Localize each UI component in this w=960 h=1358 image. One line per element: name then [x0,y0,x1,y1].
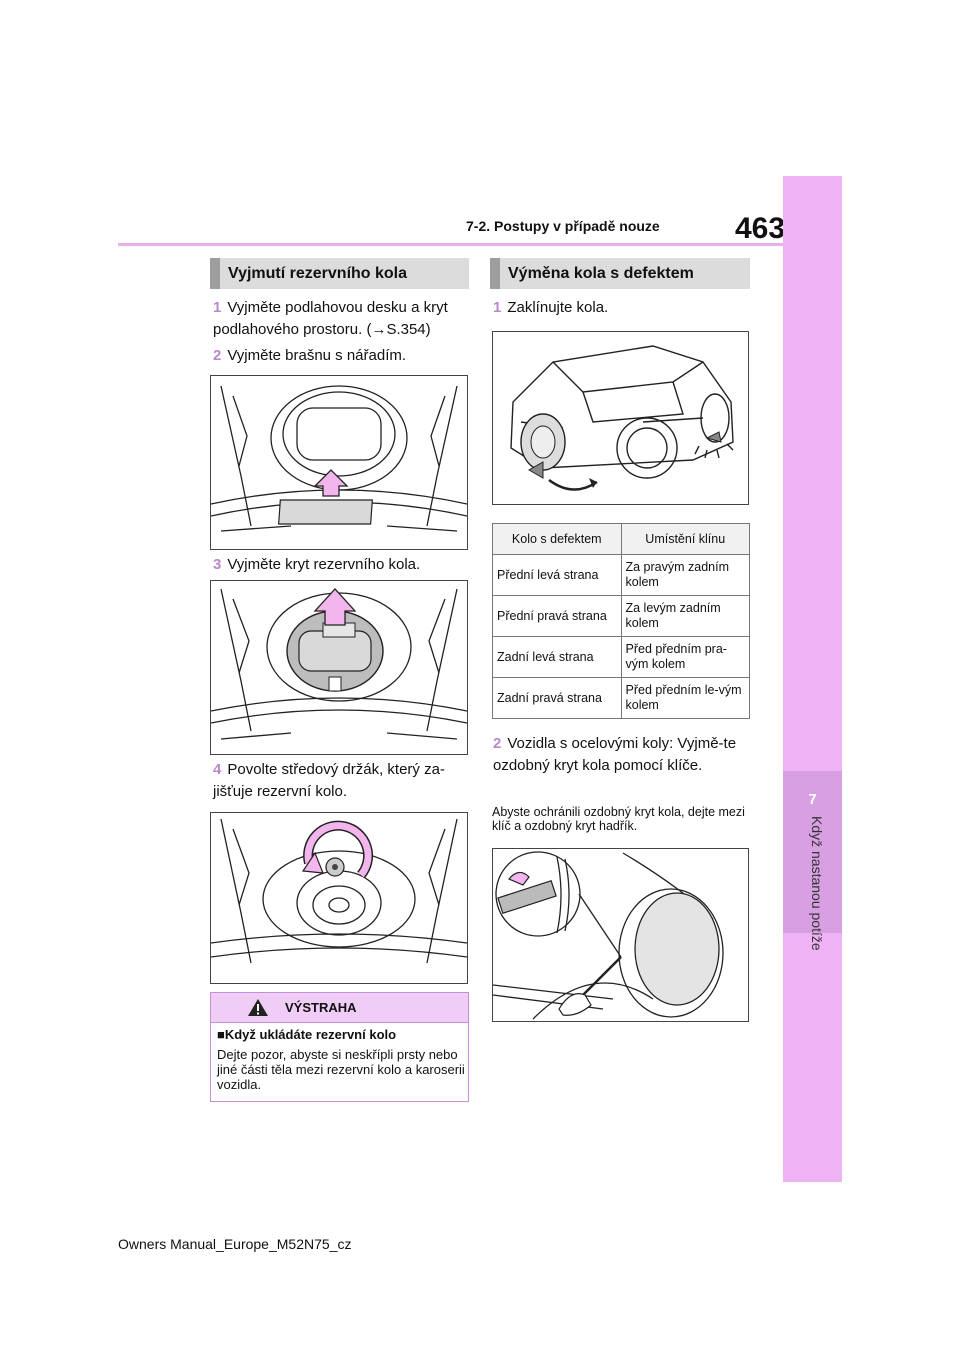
chapter-number: 7 [808,791,817,808]
table-cell: Za levým zadním kolem [620,595,750,637]
step-number: 2 [493,735,502,752]
figure-wheel-ornament [492,848,749,1022]
table-cell: Zadní levá strana [492,636,622,678]
step-text: Vyjměte brašnu s nářadím. [227,347,407,364]
chapter-title: Když nastanou potíže [809,816,825,951]
header-rule [118,243,840,246]
note-text: Abyste ochránili ozdobný kryt kola, dejt… [492,805,745,833]
step-text: Zaklínujte kola. [507,299,609,316]
table-row: Zadní pravá strana Před předním le-vým k… [492,677,750,719]
table-cell: Přední levá strana [492,554,622,596]
step-number: 3 [213,556,222,573]
table-cell: Zadní pravá strana [492,677,622,719]
table-header-row: Kolo s defektem Umístění klínu [492,523,750,555]
chapter-number-block: 7 [783,771,842,933]
warning-header: VÝSTRAHA [211,993,468,1023]
warning-box: VÝSTRAHA ■Když ukládáte rezervní kolo De… [210,992,469,1102]
step-text: Vyjměte podlahovou desku a kryt podlahov… [213,299,448,338]
table-cell: Přední pravá strana [492,595,622,637]
step-number: 4 [213,761,222,778]
warning-icon [248,999,268,1016]
warning-subtitle: ■Když ukládáte rezervní kolo [217,1027,397,1042]
table-header-cell: Umístění klínu [620,523,750,555]
step-3-left: 3 Vyjměte kryt rezervního kola. [213,554,471,576]
figure-spare-cover [210,580,468,755]
step-text: Povolte středový držák, který za-jišťuje… [213,761,445,800]
step-text: Vozidla s ocelovými koly: Vyjmě-te ozdob… [493,735,737,774]
step-number: 2 [213,347,222,364]
step-number: 1 [493,299,502,316]
step-1-right: 1 Zaklínujte kola. [493,297,751,319]
figure-tool-bag [210,375,468,550]
table-cell: Za pravým zadním kolem [620,554,750,596]
section-title: 7-2. Postupy v případě nouze [466,218,660,234]
warning-title: VÝSTRAHA [285,1000,357,1015]
chapter-tab: 7 [783,176,842,1182]
table-row: Zadní levá strana Před předním pra-vým k… [492,636,750,678]
footer-text: Owners Manual_Europe_M52N75_cz [118,1236,352,1252]
table-cell: Před předním le-vým kolem [620,677,750,719]
step-2-left: 2 Vyjměte brašnu s nářadím. [213,345,471,367]
warning-text: Dejte pozor, abyste si neskřípli prsty n… [217,1047,465,1092]
figure-center-holder [210,812,468,984]
table-row: Přední pravá strana Za levým zadním kole… [492,595,750,637]
table-row: Přední levá strana Za pravým zadním kole… [492,554,750,596]
heading-replace-flat: Výměna kola s defektem [490,258,750,289]
step-number: 1 [213,299,222,316]
figure-wheel-chocks [492,331,749,505]
page-number: 463 [735,212,786,245]
step-text: Vyjměte kryt rezervního kola. [227,556,421,573]
table-cell: Před předním pra-vým kolem [620,636,750,678]
table-header-cell: Kolo s defektem [492,523,622,555]
heading-remove-spare: Vyjmutí rezervního kola [210,258,469,289]
chock-table: Kolo s defektem Umístění klínu Přední le… [492,523,750,719]
